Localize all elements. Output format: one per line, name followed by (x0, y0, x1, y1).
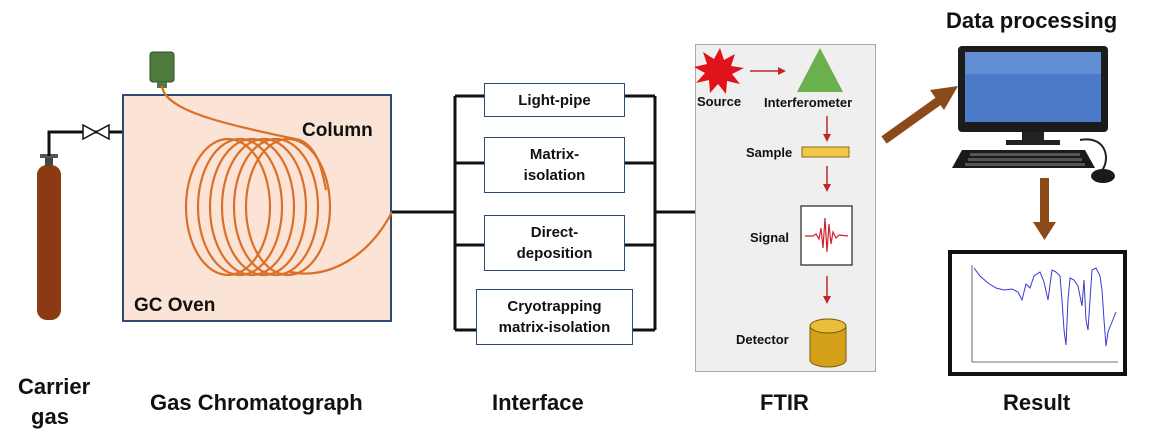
data-processing-label: Data processing (946, 8, 1118, 33)
source-label: Source (697, 94, 742, 109)
interferometer-label: Interferometer (764, 95, 853, 110)
interface-box-direct-deposition: Direct- deposition (484, 215, 625, 271)
signal-label: Signal (750, 230, 790, 245)
gas-cylinder-icon (37, 154, 61, 320)
detector-label: Detector (736, 332, 789, 347)
arrow-to-computer-icon (881, 86, 958, 144)
interface-box-cryotrapping: Cryotrapping matrix-isolation (476, 289, 633, 345)
valve-icon (82, 123, 110, 141)
arrow-down-icon (823, 116, 831, 142)
interface-label: Interface (492, 390, 584, 415)
sample-bar-icon (801, 146, 850, 158)
arrow-down-result-icon (1033, 178, 1056, 240)
gas-chromatograph-label: Gas Chromatograph (150, 390, 363, 415)
interferometer-triangle-icon (797, 48, 843, 92)
ftir-label: FTIR (760, 390, 809, 415)
injector-icon (149, 51, 175, 88)
result-label: Result (1003, 390, 1071, 415)
arrow-down-icon (823, 166, 831, 192)
signal-plot-icon (800, 205, 853, 266)
sample-label: Sample (746, 145, 793, 160)
source-burst-icon (694, 48, 744, 94)
result-spectrum-icon (948, 250, 1127, 376)
interface-box-light-pipe: Light-pipe (484, 83, 625, 117)
connector-lines (392, 94, 695, 332)
detector-cylinder-icon (809, 318, 847, 368)
column-coil-icon (160, 85, 393, 277)
gc-oven (122, 94, 392, 322)
carrier-gas-label: Carrier gas (18, 374, 91, 429)
gc-oven-label: GC Oven (134, 295, 216, 316)
interface-box-matrix-isolation: Matrix- isolation (484, 137, 625, 193)
computer-icon (952, 46, 1115, 183)
arrow-down-icon (823, 276, 831, 304)
arrow-icon (750, 67, 786, 75)
column-label: Column (302, 120, 373, 141)
